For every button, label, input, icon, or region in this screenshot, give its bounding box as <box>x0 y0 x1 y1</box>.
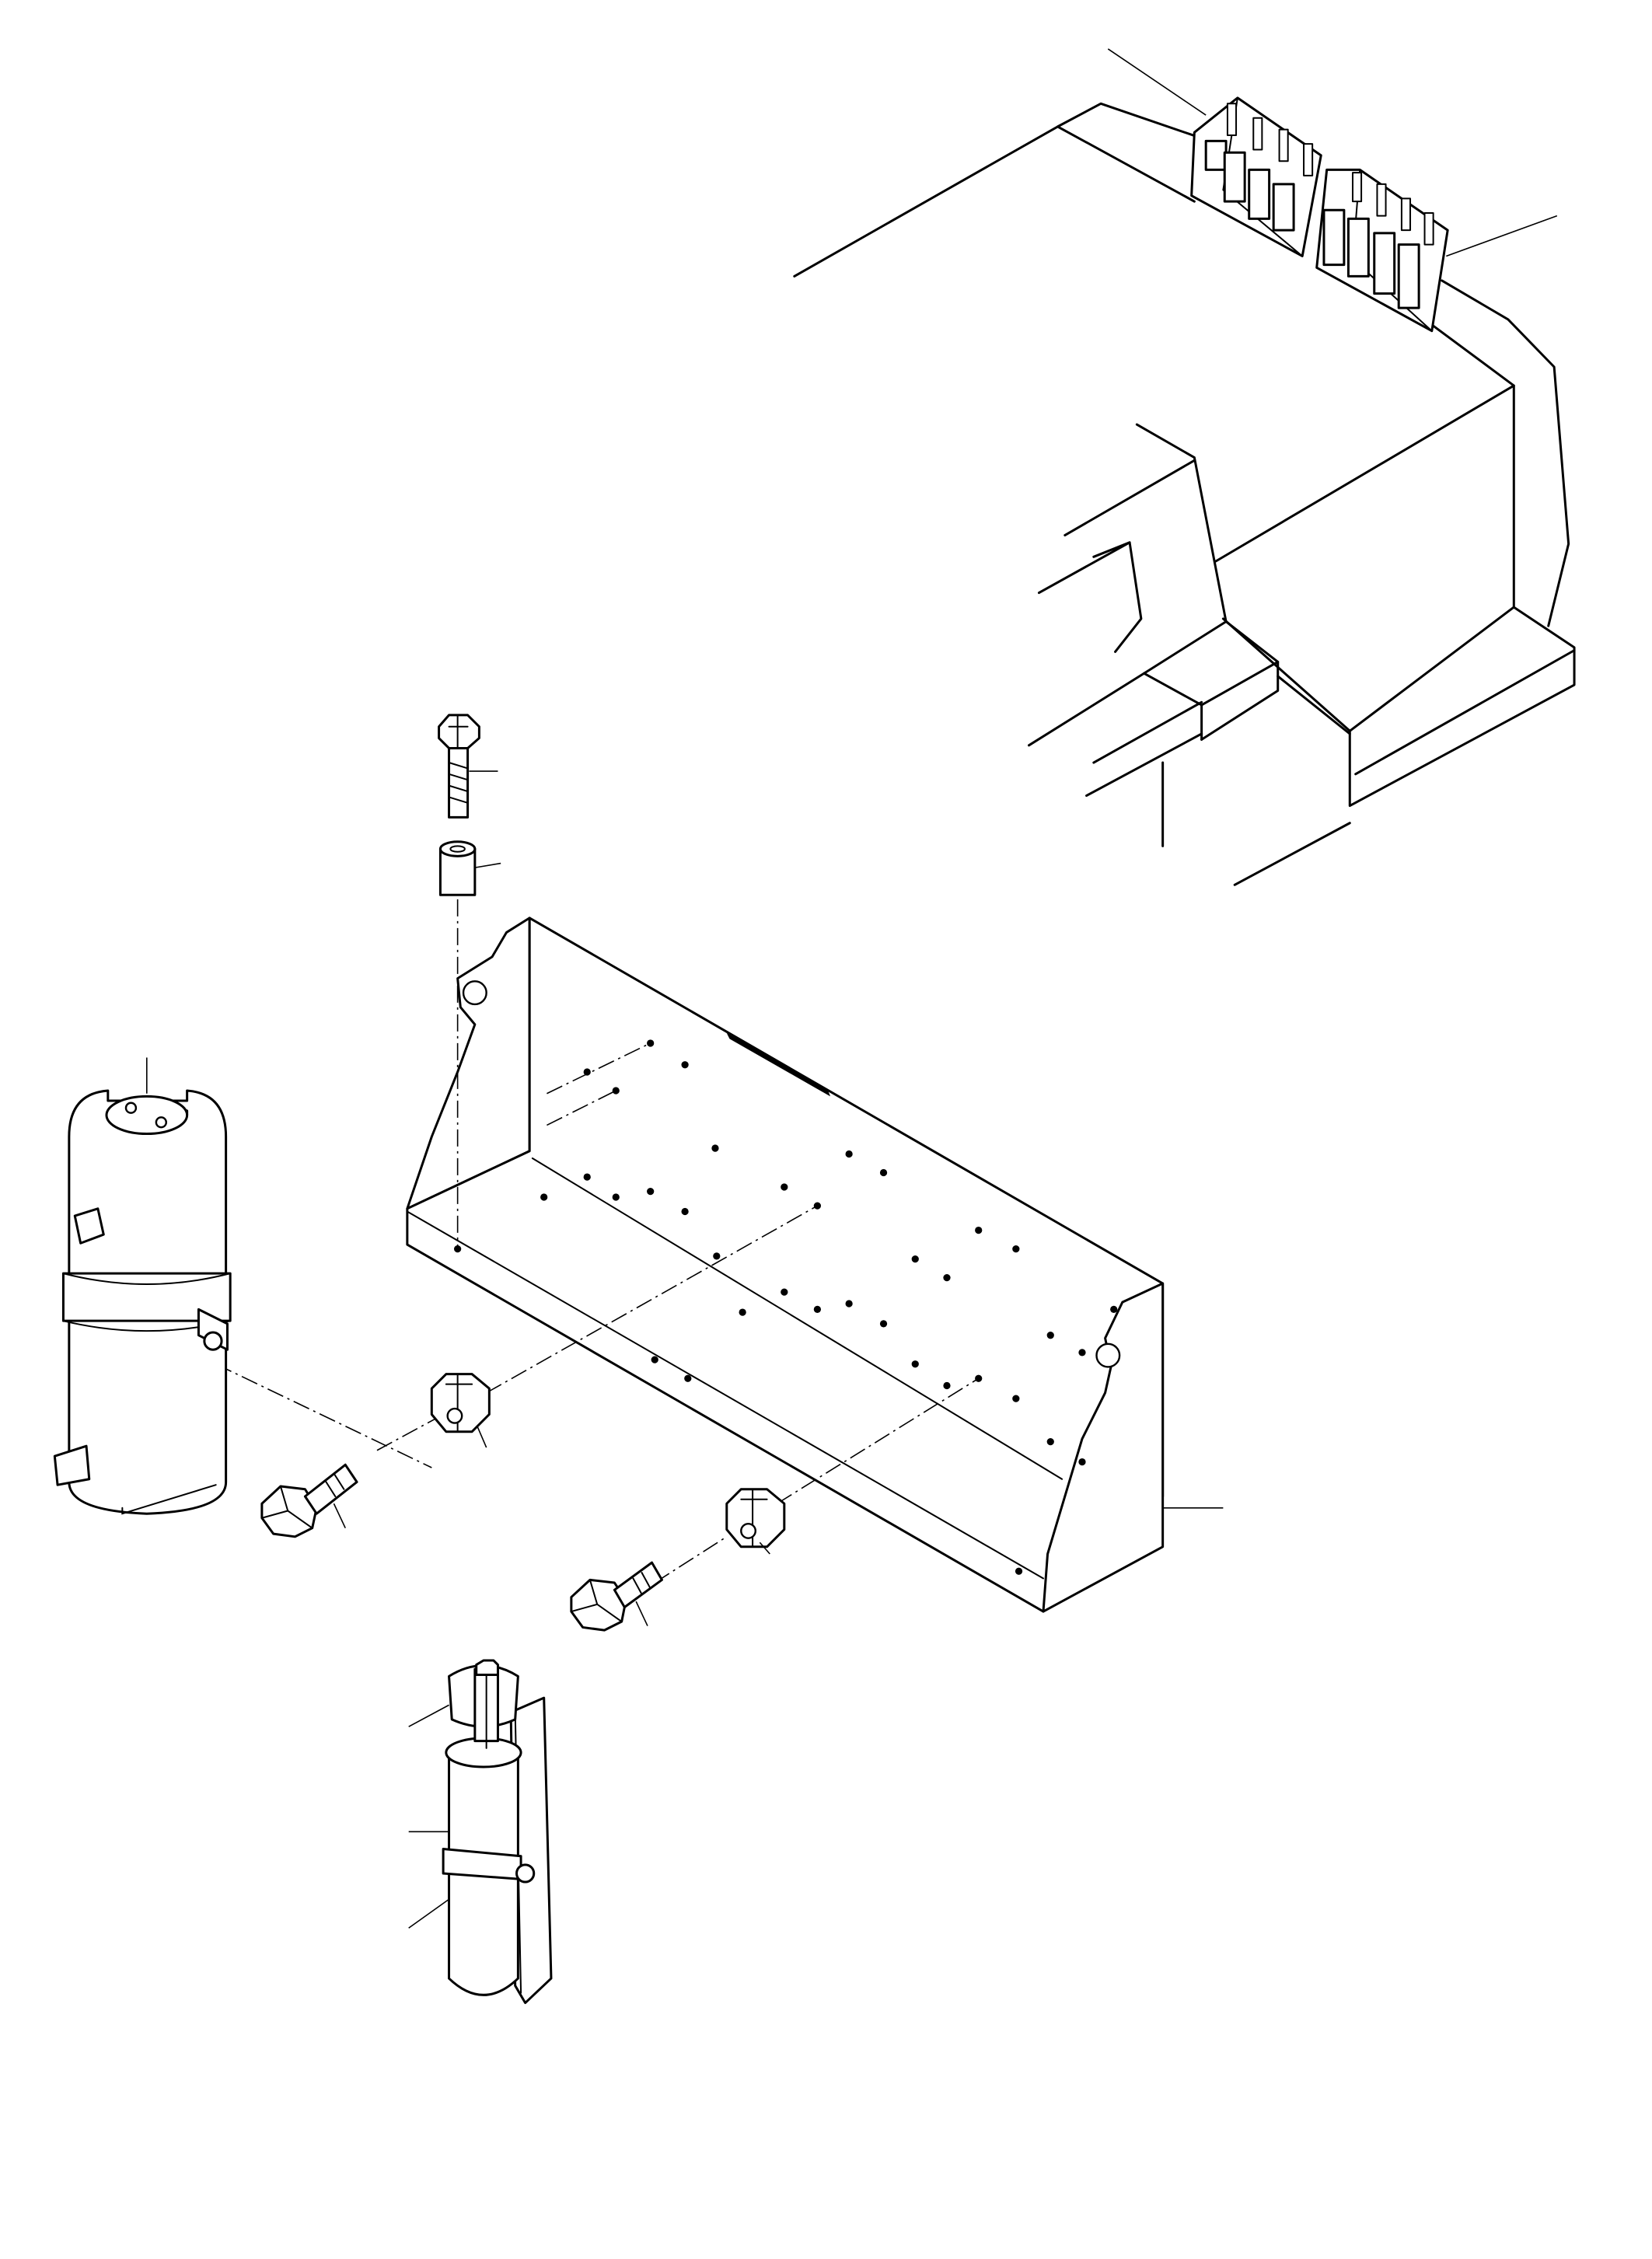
spacer-sleeve <box>440 842 501 895</box>
bolt-vertical <box>439 715 498 817</box>
machine-body <box>795 103 1574 885</box>
hex-nut-left <box>431 1374 489 1447</box>
connector-block-right <box>1317 169 1557 330</box>
mounting-bracket <box>407 918 1224 1611</box>
hex-bolt-left <box>262 1465 357 1537</box>
reservoir-tank <box>54 1057 230 1514</box>
hex-bolt-right <box>571 1562 662 1630</box>
hex-nut-right <box>727 1489 784 1554</box>
connector-block-left <box>1108 49 1321 257</box>
vertical-cylinder-assembly <box>409 1660 551 2003</box>
assembly-centerlines <box>216 899 979 1583</box>
bracket-holes <box>454 1039 1118 1575</box>
